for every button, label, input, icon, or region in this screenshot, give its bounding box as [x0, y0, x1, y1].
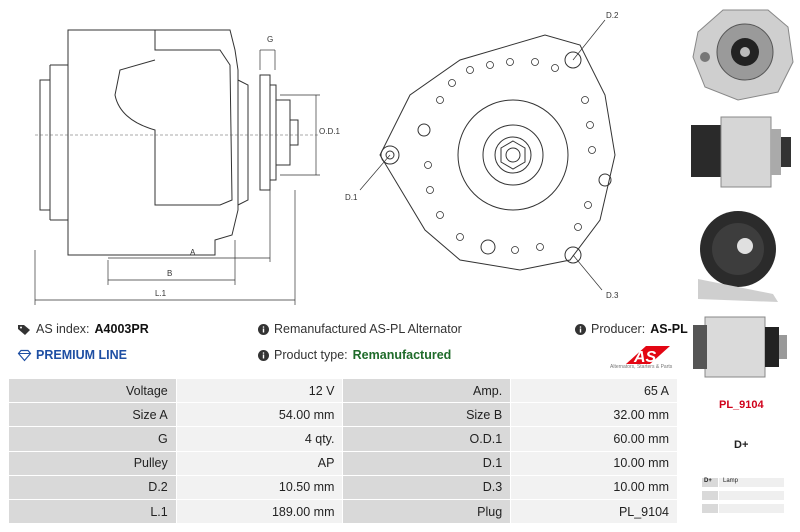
info-icon: [258, 323, 269, 335]
tag-icon: [18, 324, 30, 335]
spec-label: L.1: [8, 498, 177, 525]
logo-tagline: Alternators, Starters & Parts: [610, 364, 673, 370]
plug-pin: D+: [702, 478, 718, 487]
product-description: Remanufactured AS-PL Alternator: [258, 322, 462, 336]
spec-value: 10.00 mm: [510, 450, 678, 476]
spec-label: Pulley: [8, 450, 177, 476]
spec-value: 12 V: [175, 377, 344, 404]
plug-row: [702, 491, 784, 500]
spec-value: 60.00 mm: [510, 426, 678, 452]
premium-line: PREMIUM LINE: [17, 348, 127, 362]
spec-label: Amp.: [342, 377, 512, 404]
spec-label: D.1: [342, 450, 512, 476]
info-icon: [258, 349, 269, 361]
product-thumbnails: [683, 0, 800, 532]
plug-code[interactable]: PL_9104: [719, 399, 764, 411]
product-type: Product type: Remanufactured: [258, 348, 451, 362]
plug-pin: [702, 504, 718, 513]
as-index-label: AS index:: [36, 322, 90, 336]
spec-value: 189.00 mm: [175, 498, 344, 525]
as-index: AS index: A4003PR: [18, 322, 149, 336]
thumbnail-front[interactable]: [683, 2, 800, 102]
spec-label: D.2: [8, 474, 177, 500]
product-type-value: Remanufactured: [352, 348, 452, 362]
label-l1: L.1: [155, 289, 167, 298]
spec-value: 65 A: [510, 377, 678, 404]
plug-pin-table: D+Lamp: [702, 478, 784, 517]
producer-value: AS-PL: [650, 322, 688, 336]
front-view-drawing: D.1 D.2 D.3: [345, 11, 619, 300]
spec-label: Voltage: [8, 377, 177, 404]
info-icon: [575, 323, 586, 335]
label-d1: D.1: [345, 193, 358, 202]
spec-value: 54.00 mm: [175, 402, 344, 428]
plug-pin-description: [719, 504, 784, 513]
as-pl-logo: AS: [626, 346, 670, 366]
side-view-drawing: G O.D.1 A B L.1: [34, 29, 340, 305]
thumbnail-angle[interactable]: [683, 305, 800, 387]
spec-label: Size A: [8, 402, 177, 428]
label-d2: D.2: [606, 11, 619, 20]
spec-label: O.D.1: [342, 426, 512, 452]
spec-label: Plug: [342, 498, 512, 525]
label-b: B: [167, 269, 172, 278]
plug-pin: [702, 491, 718, 500]
description-text: Remanufactured AS-PL Alternator: [274, 322, 462, 336]
plug-row: [702, 504, 784, 513]
spec-value: 10.00 mm: [510, 474, 678, 500]
producer-label: Producer:: [591, 322, 646, 336]
spec-value: 4 qty.: [175, 426, 344, 452]
product-type-label: Product type:: [274, 348, 348, 362]
spec-value: PL_9104: [510, 498, 678, 525]
spec-value: 10.50 mm: [175, 474, 344, 500]
thumbnail-rear[interactable]: [683, 204, 800, 304]
label-d3: D.3: [606, 291, 619, 300]
spec-label: G: [8, 426, 177, 452]
terminal-label: D+: [734, 439, 749, 451]
label-g: G: [267, 35, 273, 44]
diamond-icon: [17, 349, 32, 361]
thumbnail-side[interactable]: [683, 107, 800, 195]
spec-value: 32.00 mm: [510, 402, 678, 428]
spec-label: Size B: [342, 402, 512, 428]
plug-pin-description: [719, 491, 784, 500]
spec-label: D.3: [342, 474, 512, 500]
spec-value: AP: [175, 450, 344, 476]
plug-pin-description: Lamp: [719, 478, 784, 487]
premium-line-text: PREMIUM LINE: [36, 348, 127, 362]
label-od1: O.D.1: [319, 127, 340, 136]
plug-row: D+Lamp: [702, 478, 784, 487]
producer: Producer: AS-PL: [575, 322, 688, 336]
as-index-value: A4003PR: [94, 322, 149, 336]
logo-text: AS: [633, 349, 657, 366]
label-a: A: [190, 248, 196, 257]
